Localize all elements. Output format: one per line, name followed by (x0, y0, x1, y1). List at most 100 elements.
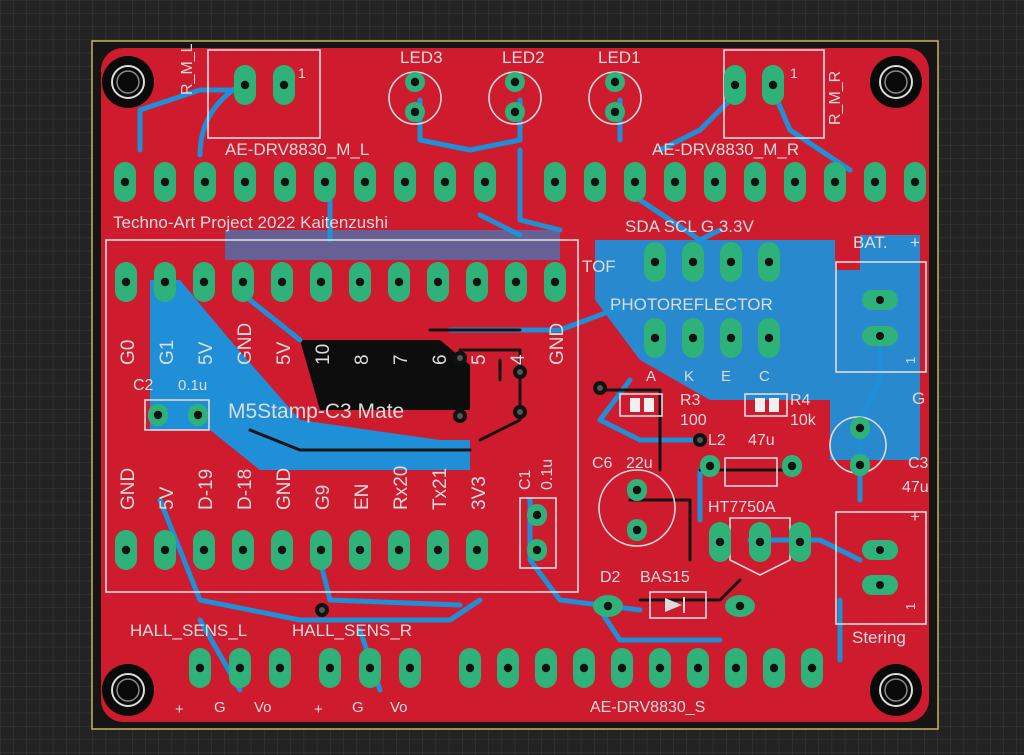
motor-r-connector-label: R_M_R (827, 71, 844, 125)
l2-label: L2 (708, 432, 726, 449)
c6-pad-2-drill (632, 525, 642, 535)
drv-m-l-pin-4-drill (240, 177, 250, 187)
m5-bottom-pin-5-drill (277, 545, 287, 555)
m5-top-pin-label-2: G1 (157, 340, 178, 365)
bottom-pour-strip (225, 230, 560, 260)
photoreflector-pin-1-drill (650, 333, 660, 343)
led1-pin-a-drill (610, 77, 620, 87)
via-5-core (597, 385, 603, 391)
m5-bottom-pin-3-drill (199, 545, 209, 555)
c2-pad-1-drill (153, 410, 163, 420)
mounting-hole-top-right (870, 56, 922, 108)
l2-value: 47u (748, 432, 775, 449)
drv-s-pin-10-drill (807, 663, 817, 673)
m5-top-pin-2-drill (160, 277, 170, 287)
tof-pin-2-drill (688, 257, 698, 267)
m5-top-pin-label-6: 10 (313, 344, 334, 365)
drv-m-l-pin-10-drill (480, 177, 490, 187)
bottom-trace-14 (157, 497, 483, 623)
c2-pad-2-drill (193, 410, 203, 420)
l2-pad-1-drill (705, 461, 715, 471)
c3-pad-1-drill (855, 423, 865, 433)
hall-l-pin-2-drill (235, 663, 245, 673)
m5-top-pin-label-10: 5 (469, 354, 490, 365)
led3-label: LED3 (400, 48, 443, 67)
drv-m-r-pin-3-drill (630, 177, 640, 187)
drv-m-r-pin-8-drill (830, 177, 840, 187)
m5-silk-body (300, 340, 470, 410)
mounting-hole-bottom-right-inner (884, 678, 908, 702)
bottom-trace-24 (597, 377, 703, 443)
tof-label: TOF (582, 257, 616, 276)
via-6-core (697, 437, 703, 443)
drv-m-r-pin-2-drill (590, 177, 600, 187)
project-title: Techno-Art Project 2022 Kaitenzushi (113, 213, 388, 232)
i2c-header-label: SDA SCL G 3.3V (625, 217, 754, 236)
led3-pin-k-drill (410, 107, 420, 117)
ht7750a-pin-3-drill (795, 537, 805, 547)
c3-value: 47u (902, 479, 929, 496)
c2-outline (144, 399, 210, 431)
m5-bottom-pin-1-drill (121, 545, 131, 555)
m5-bottom-pin-9-drill (433, 545, 443, 555)
drv-s-pin-9-drill (769, 663, 779, 673)
m5-top-pin-label-5: 5V (274, 341, 295, 365)
r4-label: R4 (790, 392, 811, 409)
hall-r-g-label: G (352, 699, 364, 716)
hall-l-pin-3-drill (275, 663, 285, 673)
motor-l-pin1-label: 1 (298, 65, 306, 81)
c2-value: 0.1u (178, 377, 207, 394)
drv-s-pin-7-drill (693, 663, 703, 673)
stering-pin1-label: 1 (903, 603, 918, 610)
battery-pin1-label: 1 (903, 357, 918, 364)
mounting-hole-top-right-ring (879, 65, 913, 99)
c1-pad-2-drill (532, 545, 542, 555)
m5-bottom-pin-label-5: GND (274, 468, 295, 510)
hall-r-pin-3-drill (405, 663, 415, 673)
drv-m-r-label: AE-DRV8830_M_R (652, 140, 799, 159)
drv-m-l-pin-7-drill (360, 177, 370, 187)
bottom-pour-right (595, 235, 920, 460)
m5-bottom-pin-label-1: GND (118, 468, 139, 510)
bottom-trace-15 (317, 557, 463, 608)
r3-pad-2 (644, 398, 654, 412)
battery-pin-minus-drill (876, 332, 884, 340)
drv-m-l-label: AE-DRV8830_M_L (225, 140, 369, 159)
r3-outline (619, 393, 663, 417)
bottom-trace-10 (477, 212, 523, 238)
motor-l-connector-outline (207, 49, 321, 139)
bottom-trace-5 (417, 137, 523, 153)
drv-s-pin-5-drill (617, 663, 627, 673)
r4-outline (744, 393, 788, 417)
top-trace-4 (628, 498, 692, 562)
via-2-core (517, 409, 523, 415)
m5-top-pin-label-12: GND (547, 323, 568, 365)
mounting-hole-bottom-right-ring (879, 673, 913, 707)
drv-m-r-pin-1-drill (550, 177, 560, 187)
led2-label: LED2 (502, 48, 545, 67)
motor-r-pin-2-drill (730, 80, 740, 90)
drv-s-pin-8-drill (731, 663, 741, 673)
drv-m-r-pin-10-drill (910, 177, 920, 187)
m5stamp-label: M5Stamp-C3 Mate (228, 400, 404, 423)
battery-g-label: G (912, 389, 925, 408)
drv-m-l-pin-5-drill (280, 177, 290, 187)
c2-label: C2 (133, 377, 154, 394)
stering-plus-label: + (910, 507, 920, 526)
bottom-pour-left (150, 280, 470, 470)
d2-outline (649, 591, 707, 619)
d2-value: BAS15 (640, 569, 690, 586)
motor-l-pin-2-drill (240, 80, 250, 90)
m5-top-pin-6-drill (316, 277, 326, 287)
drv-s-label: AE-DRV8830_S (590, 699, 705, 716)
mounting-hole-top-left (102, 56, 154, 108)
via-0-core (457, 355, 463, 361)
m5-top-pin-8-drill (394, 277, 404, 287)
d2-label: D2 (600, 569, 621, 586)
led1-pin-k-drill (610, 107, 620, 117)
m5-bottom-pin-label-7: EN (352, 484, 373, 510)
c1-value: 0.1u (539, 459, 556, 490)
m5-bottom-pin-label-2: 5V (157, 486, 178, 510)
drv-s-pin-1-drill (465, 663, 475, 673)
